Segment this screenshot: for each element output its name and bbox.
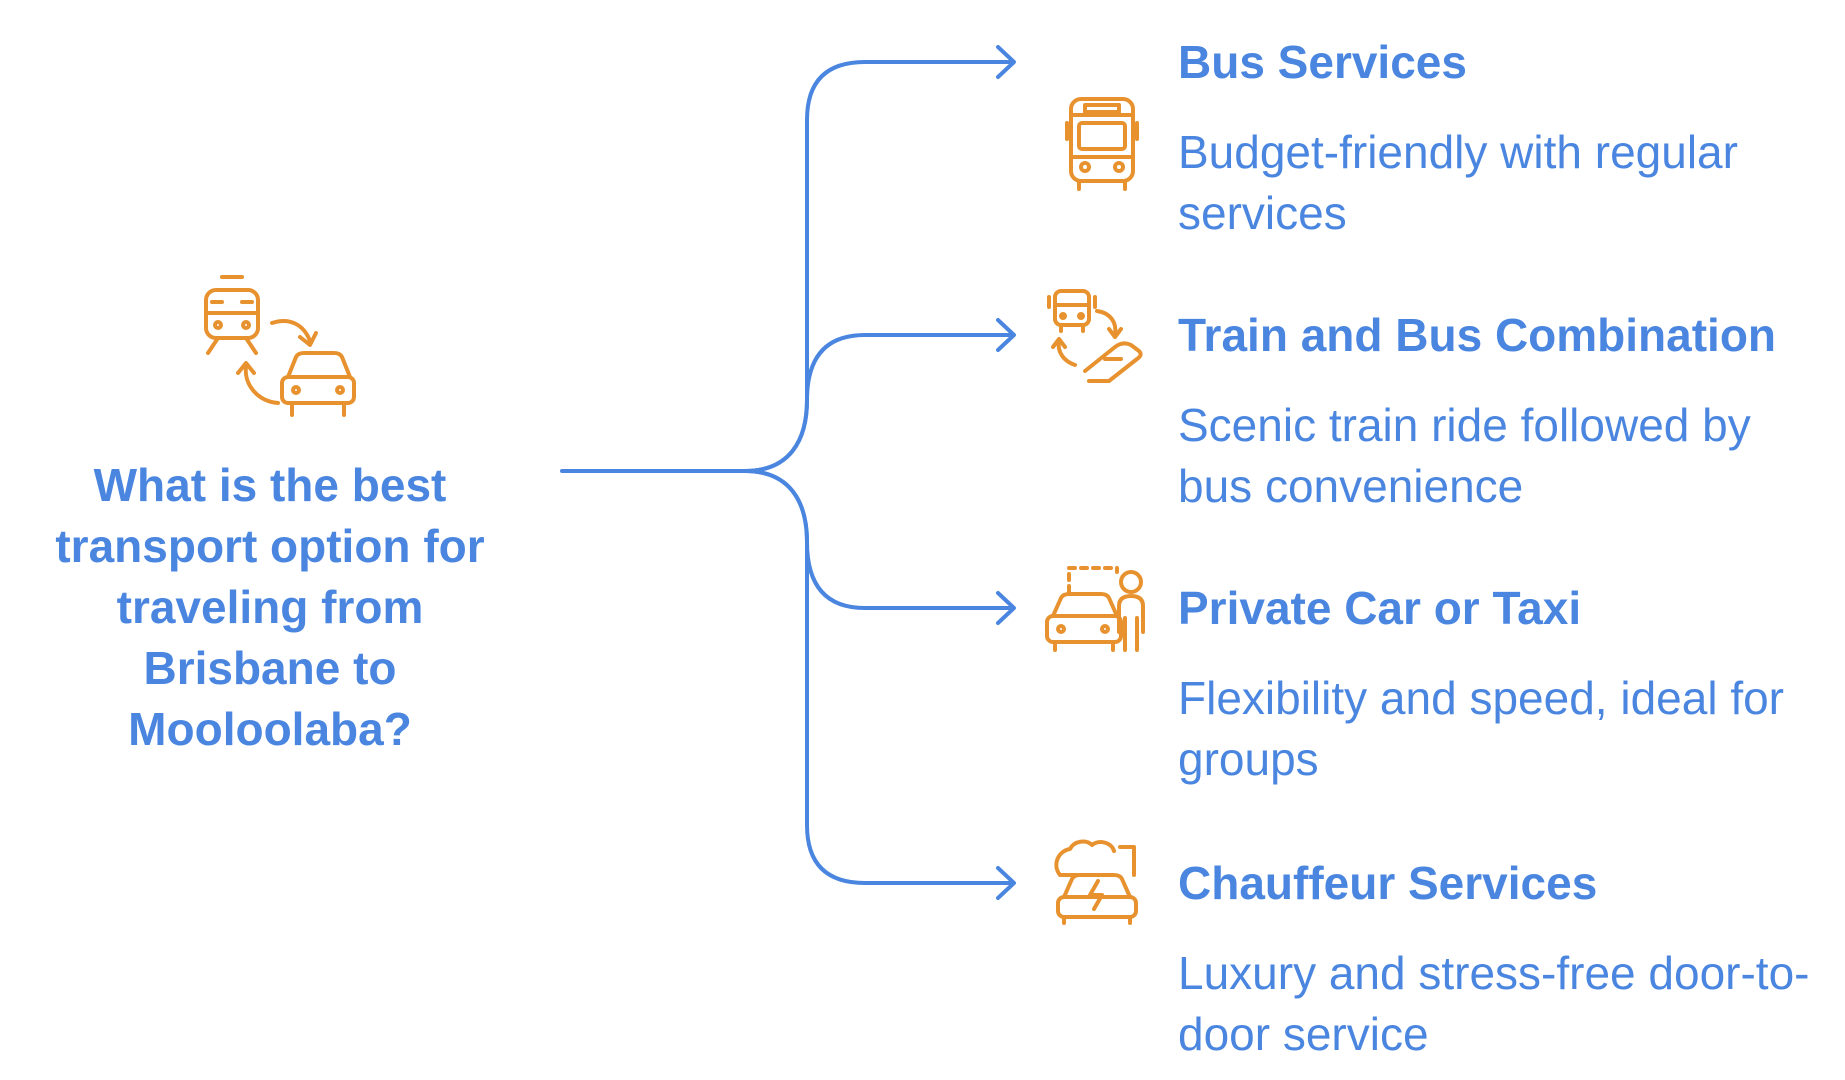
option-title: Private Car or Taxi [1178,582,1582,634]
option-description: Luxury and stress-free door-to-door serv… [1178,947,1810,1060]
option-description: Scenic train ride followed by bus conven… [1178,399,1751,512]
option-title: Train and Bus Combination [1178,309,1777,361]
bus-icon [1065,97,1139,191]
arrowhead-3 [996,591,1016,625]
connector-branch-4 [743,469,1014,885]
question-text: What is the best transport option for tr… [55,459,485,755]
option-title: Chauffeur Services [1178,857,1598,909]
connector-branch-1 [743,60,1014,473]
option-title: Bus Services [1178,36,1467,88]
arrowhead-2 [996,318,1016,352]
train-car-swap-icon [204,275,356,417]
arrowhead-1 [996,45,1016,79]
bus-transfer-icon [1047,289,1143,383]
connector-branch-2 [743,333,1014,473]
option-description: Budget-friendly with regular services [1178,126,1738,239]
arrowhead-4 [996,866,1016,900]
option-description: Flexibility and speed, ideal for groups [1178,672,1784,785]
car-person-icon [1045,566,1145,652]
electric-car-icon [1054,839,1138,925]
connector-branch-3 [743,469,1014,610]
